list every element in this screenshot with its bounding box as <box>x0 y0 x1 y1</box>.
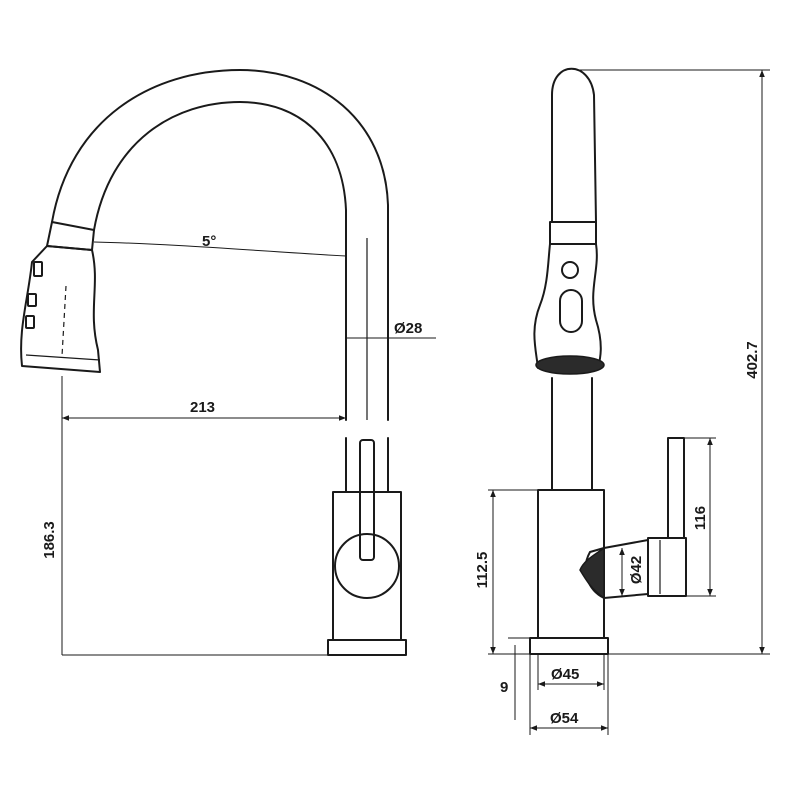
spray-button-side-main <box>559 289 583 333</box>
handle-knob-front <box>334 533 400 599</box>
handle-cutout <box>579 546 605 600</box>
base-thickness-label: 9 <box>500 679 508 696</box>
spray-head-ring <box>25 354 101 361</box>
spray-head <box>20 245 101 373</box>
total-height-label: 402.7 <box>744 341 761 379</box>
angle-line <box>93 241 347 257</box>
spray-button-mid <box>27 293 37 307</box>
handle-diameter-label: Ø42 <box>628 556 645 584</box>
base-plate-front <box>327 639 407 656</box>
spout-height-label: 186.3 <box>41 521 58 559</box>
reach-label: 213 <box>190 399 215 416</box>
base-inner-label: Ø45 <box>551 666 579 683</box>
spray-head-dashes <box>61 285 67 357</box>
hose-upper <box>551 67 597 223</box>
body-front <box>332 491 402 641</box>
spray-button-low <box>25 315 35 329</box>
spray-face-side <box>535 355 605 375</box>
angle-label: 5° <box>202 233 216 250</box>
spray-button-side-top <box>561 261 579 279</box>
spout-inner-curve <box>93 101 347 239</box>
spray-button-top <box>33 261 43 277</box>
body-height-label: 112.5 <box>474 552 491 589</box>
spout-outer-curve <box>51 69 389 239</box>
base-outer-label: Ø54 <box>550 710 579 727</box>
side-view: 402.7 112.5 116 Ø42 9 Ø45 Ø54 <box>474 67 770 735</box>
pipe-diameter-label: Ø28 <box>394 320 422 337</box>
handle-knob-side <box>647 537 687 597</box>
handle-height-label: 116 <box>692 506 709 530</box>
hose-collar <box>549 221 597 245</box>
handle-lever-front <box>359 439 375 561</box>
handle-lever-side <box>667 437 685 539</box>
front-view: 5° Ø28 213 186.3 <box>20 69 436 656</box>
base-plate-side <box>529 637 609 655</box>
